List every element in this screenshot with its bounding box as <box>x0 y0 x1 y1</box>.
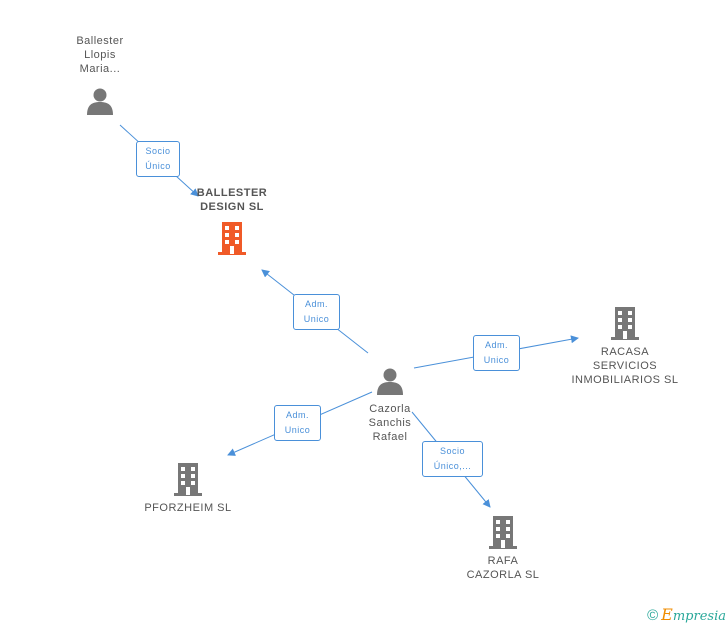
node-rafa-cazorla[interactable]: RAFA CAZORLA SL <box>453 514 553 582</box>
edge-badge-adm-unico-pforzheim[interactable]: Adm. Unico <box>274 405 321 441</box>
node-label: RAFA CAZORLA SL <box>466 555 540 581</box>
footer-brand[interactable]: ©Empresia <box>647 605 726 624</box>
node-ballester-llopis[interactable]: Ballester Llopis Maria... <box>55 34 145 116</box>
node-racasa[interactable]: RACASA SERVICIOS INMOBILIARIOS SL <box>565 305 685 387</box>
node-label: BALLESTER DESIGN SL <box>196 187 268 213</box>
edge-badge-adm-unico-design[interactable]: Adm. Unico <box>293 294 340 330</box>
node-ballester-design[interactable]: BALLESTER DESIGN SL <box>180 186 284 256</box>
edge-badge-adm-unico-racasa[interactable]: Adm. Unico <box>473 335 520 371</box>
edge-badge-socio-unico[interactable]: Socio Único <box>136 141 180 177</box>
building-icon <box>174 463 202 496</box>
person-icon <box>377 368 403 395</box>
node-cazorla-sanchis[interactable]: Cazorla Sanchis Rafael <box>345 366 435 444</box>
building-icon-main <box>218 222 246 255</box>
node-label: Cazorla Sanchis Rafael <box>368 403 412 443</box>
building-icon <box>611 307 639 340</box>
node-label: RACASA SERVICIOS INMOBILIARIOS SL <box>571 346 679 386</box>
node-pforzheim[interactable]: PFORZHEIM SL <box>133 461 243 515</box>
person-icon <box>87 88 113 115</box>
building-icon <box>489 516 517 549</box>
node-label: Ballester Llopis Maria... <box>76 35 124 75</box>
copyright-symbol: © <box>647 607 659 624</box>
node-label: PFORZHEIM SL <box>144 502 232 514</box>
edge-badge-socio-unico-rafa[interactable]: Socio Único,... <box>422 441 483 477</box>
brand-logo: Empresia <box>661 605 726 624</box>
